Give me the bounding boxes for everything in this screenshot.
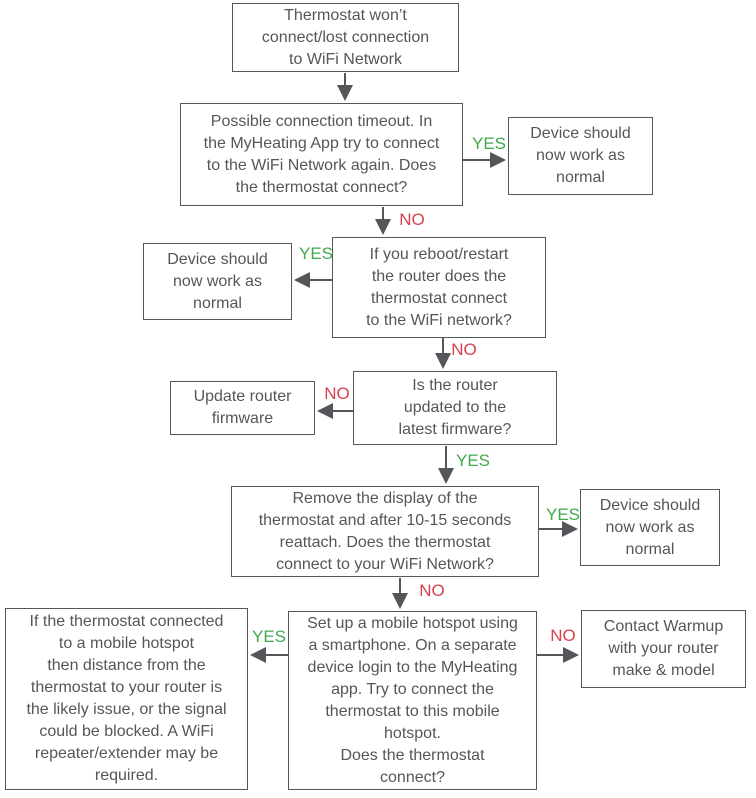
node-contact-warmup: Contact Warmup with your router make & m…: [581, 610, 746, 688]
node-update-firmware: Update router firmware: [170, 381, 315, 435]
node-connection-timeout: Possible connection timeout. In the MyHe…: [180, 103, 463, 206]
label-reboot-no: NO: [451, 340, 477, 359]
node-mobile-hotspot: Set up a mobile hotspot using a smartpho…: [288, 611, 537, 790]
node-device-ok-right: Device should now work as normal: [580, 489, 720, 566]
label-firmware-no: NO: [324, 384, 350, 403]
node-device-ok-left: Device should now work as normal: [143, 243, 292, 320]
label-timeout-no: NO: [399, 210, 425, 229]
node-reboot-router: If you reboot/restart the router does th…: [332, 237, 546, 338]
label-firmware-yes: YES: [455, 451, 491, 470]
label-hotspot-no: NO: [550, 626, 576, 645]
label-reboot-yes: YES: [298, 244, 334, 263]
node-start: Thermostat won’t connect/lost connection…: [232, 3, 459, 72]
node-device-ok-top: Device should now work as normal: [508, 117, 653, 195]
node-reattach-display: Remove the display of the thermostat and…: [231, 486, 539, 577]
label-reattach-no: NO: [419, 581, 445, 600]
label-reattach-yes: YES: [545, 505, 581, 524]
node-distance-issue: If the thermostat connected to a mobile …: [5, 608, 248, 790]
label-timeout-yes: YES: [471, 134, 507, 153]
node-firmware-question: Is the router updated to the latest firm…: [353, 371, 557, 445]
label-hotspot-yes: YES: [251, 627, 287, 646]
